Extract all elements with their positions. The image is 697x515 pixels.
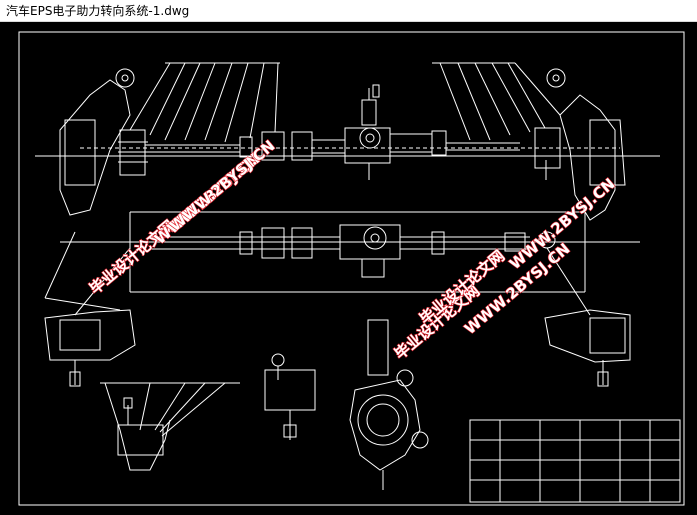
middle-rack-assembly	[60, 224, 640, 316]
title-block[interactable]	[469, 419, 681, 503]
top-left-leaders	[129, 62, 280, 143]
window-title: 汽车EPS电子助力转向系统-1.dwg	[6, 4, 190, 18]
cad-drawing-viewport[interactable]: 毕业设计论文网 WWW.2BYSJ.CN WWW.2BYSJ.CN 毕业设计论文…	[0, 22, 697, 515]
lower-right-knuckle	[544, 309, 631, 387]
bottom-center-detail	[264, 353, 316, 440]
title-bar: 汽车EPS电子助力转向系统-1.dwg	[0, 0, 697, 22]
top-right-leaders	[432, 62, 561, 141]
watermark-url: WWW.2BYSJ.CN	[166, 137, 278, 235]
steering-knuckle-view	[349, 319, 429, 490]
watermark-layer: 毕业设计论文网 WWW.2BYSJ.CN WWW.2BYSJ.CN 毕业设计论文…	[85, 136, 619, 364]
cad-drawing[interactable]: 毕业设计论文网 WWW.2BYSJ.CN WWW.2BYSJ.CN 毕业设计论文…	[0, 22, 697, 515]
drawing-border	[18, 31, 685, 506]
top-rack-assembly	[35, 68, 660, 221]
lower-left-knuckle	[44, 231, 136, 387]
bottom-left-detail	[100, 382, 240, 471]
